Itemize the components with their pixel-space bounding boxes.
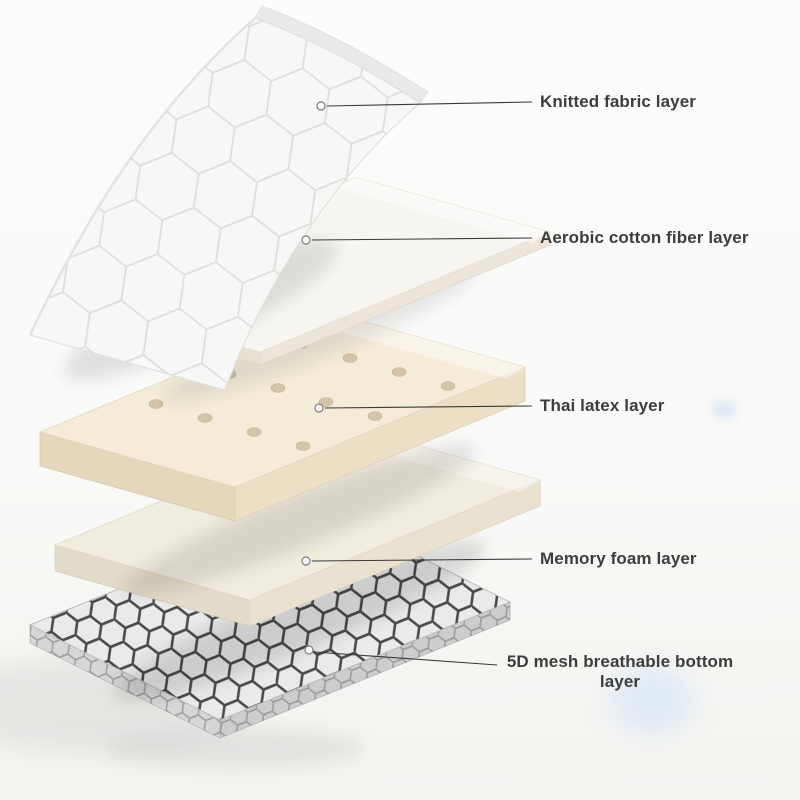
- label-knitted-fabric-layer: Knitted fabric layer: [540, 92, 696, 111]
- knitted-fabric-layer-art: [28, 5, 429, 391]
- callout-dot-foam: [301, 556, 311, 566]
- label-5d-mesh-bottom-layer: 5D mesh breathable bottom layer: [506, 652, 734, 691]
- callout-dot-mesh: [304, 645, 314, 655]
- latex-shadow: [123, 444, 477, 596]
- callout-dot-cotton: [301, 235, 311, 245]
- foam-shadow: [114, 540, 486, 700]
- leader-line-foam: [311, 558, 533, 562]
- leader-line-latex: [324, 405, 533, 409]
- leader-line-knitted: [326, 101, 533, 107]
- callout-dot-latex: [314, 403, 324, 413]
- callouts: [301, 101, 533, 666]
- leader-line-cotton: [311, 237, 533, 241]
- callout-dot-knitted: [316, 101, 326, 111]
- label-aerobic-cotton-fiber-layer: Aerobic cotton fiber layer: [540, 228, 749, 247]
- label-memory-foam-layer: Memory foam layer: [540, 549, 697, 568]
- label-thai-latex-layer: Thai latex layer: [540, 396, 665, 415]
- leader-line-mesh: [314, 651, 498, 666]
